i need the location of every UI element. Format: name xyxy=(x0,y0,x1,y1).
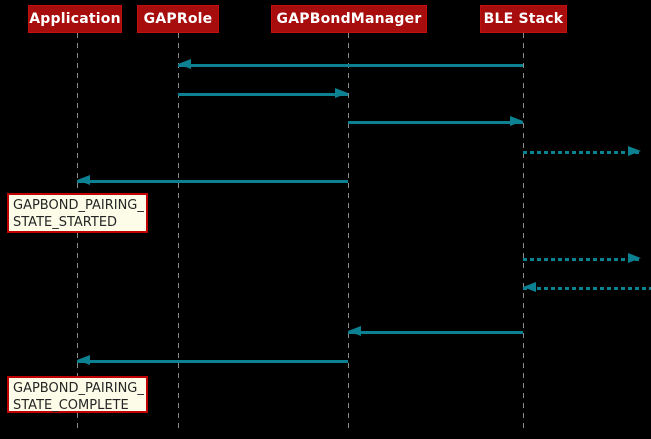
participant-gapbondmanager: GAPBondManager xyxy=(271,5,427,33)
arrowhead-left-icon xyxy=(77,355,90,365)
note-gapbond-pairing-state-complete: GAPBOND_PAIRING_ STATE_COMPLETE xyxy=(7,376,148,413)
arrowhead-left-icon xyxy=(178,59,191,69)
dashed-message-line xyxy=(523,151,641,154)
dashed-message-line xyxy=(523,287,651,290)
note-text-line: GAPBOND_PAIRING_ xyxy=(13,198,144,213)
lifeline-gaprole xyxy=(178,33,179,430)
arrowhead-left-icon xyxy=(77,175,90,185)
solid-message-line xyxy=(178,93,348,96)
arrowhead-right-icon xyxy=(335,88,348,98)
note-gapbond-pairing-state-started: GAPBOND_PAIRING_ STATE_STARTED xyxy=(7,193,148,233)
solid-message-line xyxy=(77,180,348,183)
lifeline-gapbondmanager xyxy=(348,33,349,430)
solid-message-line xyxy=(178,64,523,67)
arrowhead-right-icon xyxy=(510,116,523,126)
solid-message-line xyxy=(77,360,348,363)
participant-ble-stack: BLE Stack xyxy=(480,5,567,33)
participant-label: BLE Stack xyxy=(483,11,564,27)
note-text-line: STATE_STARTED xyxy=(13,215,118,230)
note-text-line: GAPBOND_PAIRING_ xyxy=(13,381,144,396)
arrowhead-left-icon xyxy=(348,326,361,336)
participant-label: GAPRole xyxy=(143,11,213,27)
solid-message-line xyxy=(348,331,523,334)
dashed-message-line xyxy=(523,258,641,261)
arrowhead-right-icon xyxy=(628,146,641,156)
participant-application: Application xyxy=(28,5,122,33)
note-text-line: STATE_COMPLETE xyxy=(13,398,129,413)
solid-message-line xyxy=(348,121,523,124)
lifeline-ble-stack xyxy=(523,33,524,430)
participant-gaprole: GAPRole xyxy=(137,5,219,33)
arrowhead-left-icon xyxy=(523,282,536,292)
participant-label: Application xyxy=(29,11,121,27)
participant-label: GAPBondManager xyxy=(276,11,422,27)
arrowhead-right-icon xyxy=(628,253,641,263)
